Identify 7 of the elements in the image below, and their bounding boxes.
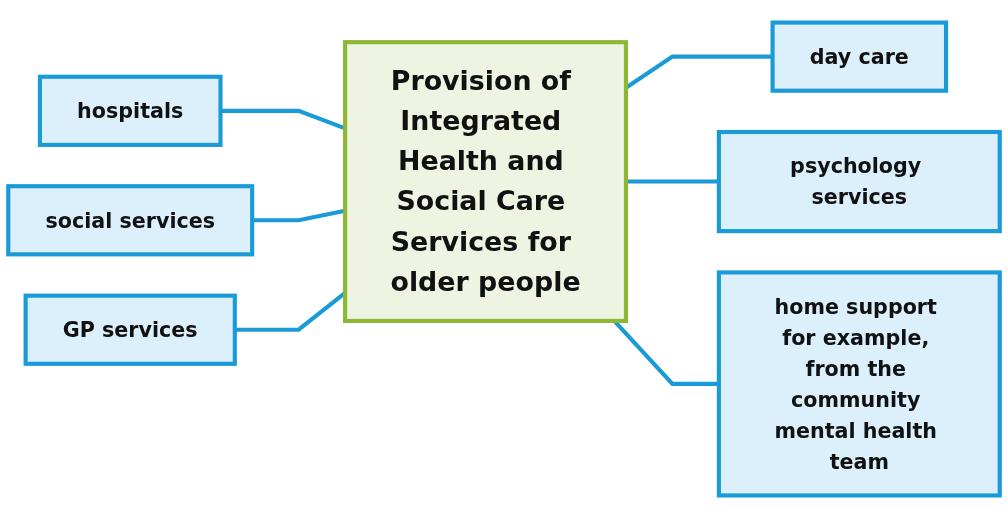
node-box: social services bbox=[6, 184, 255, 257]
node-box: day care bbox=[770, 20, 949, 93]
node-box: psychology services bbox=[716, 129, 1002, 234]
node-box: GP services bbox=[23, 293, 237, 366]
node-box: home support for example, from the community mental health team bbox=[716, 270, 1002, 498]
node-box: hospitals bbox=[37, 74, 223, 147]
node-box: Provision of Integrated Health and Social Care Services for older people bbox=[343, 40, 628, 323]
